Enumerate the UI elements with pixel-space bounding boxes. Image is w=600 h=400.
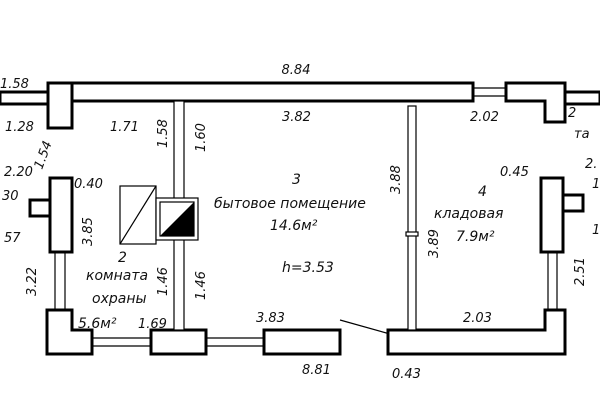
- room3-name: бытовое помещение: [214, 196, 366, 212]
- dim-left-diag: 1.54: [32, 139, 56, 171]
- room2-number: 2: [118, 250, 127, 266]
- partition-room3-room4: [407, 105, 417, 331]
- dim-left-height: 3.85: [81, 217, 96, 246]
- dim-left-top-wall: 1.28: [5, 120, 34, 135]
- door-room4: [405, 231, 419, 237]
- room3-area: 14.6м²: [270, 218, 318, 234]
- room2-name-line1: комната: [86, 268, 148, 284]
- dim-partition-right: 1.60: [194, 123, 209, 152]
- top-right-stub-wall: [563, 90, 600, 106]
- dim-left-low: 3.22: [25, 267, 40, 296]
- bottom-wall-mid: [149, 328, 208, 356]
- room-labels: 2 комната охраны 5.6м² 3 бытовое помещен…: [78, 172, 503, 332]
- room3-number: 3: [292, 172, 301, 188]
- dim-room2-bottom-b: 1.69: [138, 317, 167, 332]
- room4-number: 4: [478, 184, 487, 200]
- top-right-corner-wall: [504, 81, 567, 124]
- dim-room4-top: 2.02: [470, 110, 499, 125]
- partitions: [173, 100, 419, 331]
- dim-right-label-partial: та: [574, 127, 590, 142]
- dim-partition-lower-right: 1.46: [194, 271, 209, 300]
- top-left-stub-wall: [0, 90, 50, 106]
- room2-name-line2: охраны: [92, 291, 147, 307]
- dim-room3-top: 3.82: [282, 110, 311, 125]
- dim-right-window-top: 0.45: [500, 165, 529, 180]
- room2-area: 5.6м²: [78, 316, 117, 332]
- dim-right-edge-b: 1: [592, 223, 600, 238]
- right-stub: [561, 193, 585, 213]
- dim-right-edge-a: 1: [592, 177, 600, 192]
- room4-area: 7.9м²: [456, 229, 495, 245]
- room3-height: h=3.53: [282, 260, 334, 276]
- dim-door-offset: 0.43: [392, 367, 421, 382]
- dim-left-offset: 2.20: [4, 165, 33, 180]
- dim-left-window-top: 0.40: [74, 177, 103, 192]
- stove-firebox: [160, 202, 194, 236]
- dimensions: 8.84 1.58 1.28 1.71 1.58 1.60 3.82 2.02 …: [0, 63, 600, 382]
- dim-room3-right-height: 3.88: [389, 165, 404, 194]
- dim-right-height: 2.51: [573, 257, 588, 286]
- dim-room2-top: 1.71: [110, 120, 139, 135]
- dim-left-stub: 30: [2, 189, 19, 204]
- dim-left-edge: 57: [4, 231, 21, 246]
- dim-room4-left-height: 3.89: [427, 229, 442, 258]
- dim-bottom-overall: 8.81: [302, 363, 331, 378]
- bottom-right-wall: [386, 308, 567, 356]
- left-wall-upper: [48, 176, 74, 254]
- dim-partition-left: 1.58: [156, 119, 171, 148]
- top-left-corner-wall: [46, 81, 74, 130]
- dim-right-stub-mid: 2.: [585, 157, 597, 172]
- dim-top-overall: 8.84: [282, 63, 311, 78]
- dim-top-left-stub: 1.58: [0, 77, 29, 92]
- bottom-wall-right: [262, 328, 342, 356]
- room4-name: кладовая: [434, 206, 503, 222]
- top-wall: [46, 81, 475, 103]
- dim-right-stub-top: 2: [568, 106, 576, 121]
- dim-room4-bottom: 2.03: [463, 311, 492, 326]
- bottom-left-corner-wall: [45, 308, 94, 356]
- left-stub: [28, 198, 52, 218]
- stove: [119, 185, 199, 245]
- walls: [0, 81, 600, 356]
- dim-room3-bottom: 3.83: [256, 311, 285, 326]
- right-wall-upper: [539, 176, 565, 254]
- entrance-door-swing: [339, 319, 391, 335]
- dim-partition-lower-left: 1.46: [156, 267, 171, 296]
